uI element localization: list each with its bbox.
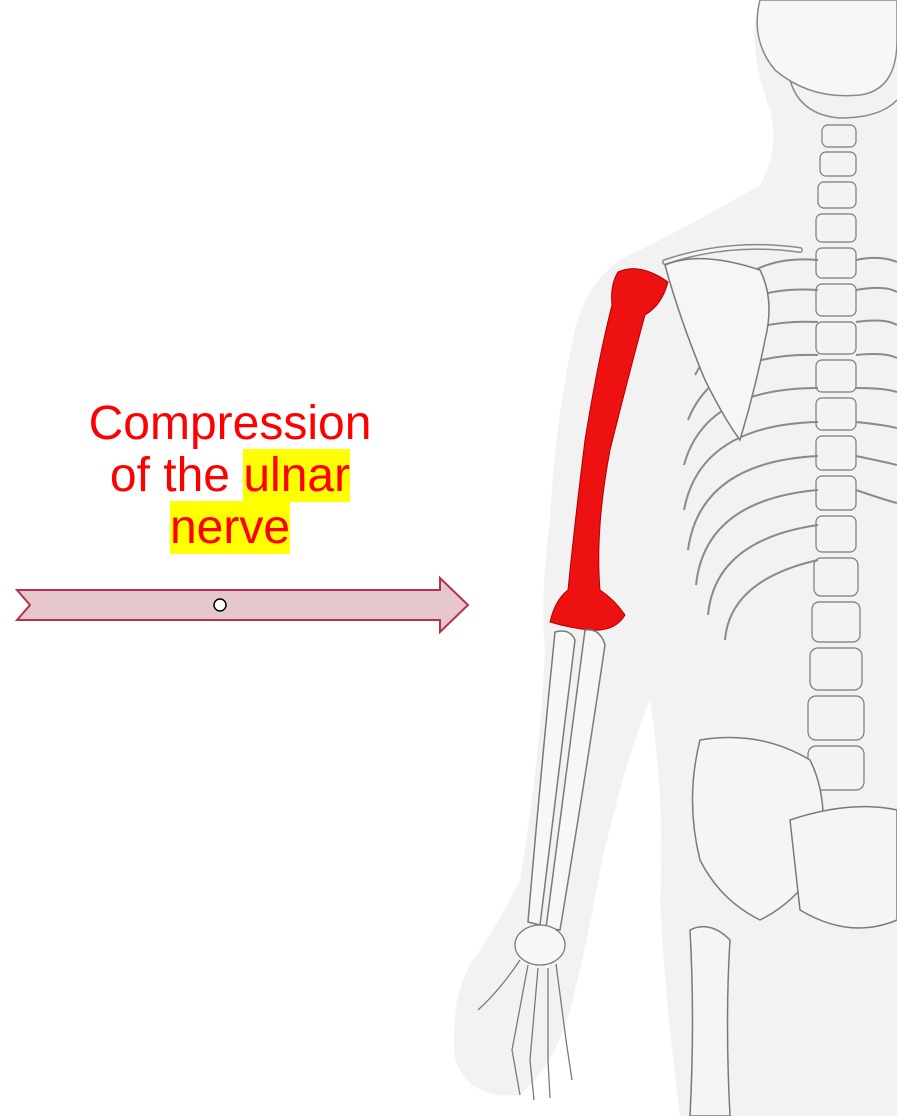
caption-line-2: of the ulnar bbox=[40, 450, 420, 502]
caption-highlight-nerve: nerve bbox=[170, 501, 290, 554]
caption-plain-text: of the bbox=[110, 449, 243, 502]
arrow-shape[interactable] bbox=[0, 575, 480, 635]
caption-line-1: Compression bbox=[40, 398, 420, 450]
caption-highlight-ulnar: ulnar bbox=[243, 449, 350, 502]
right-arrow-icon bbox=[17, 578, 468, 632]
caption-line-3: nerve bbox=[40, 502, 420, 554]
femur bbox=[690, 927, 730, 1116]
spine bbox=[808, 125, 864, 790]
rotation-handle-icon[interactable] bbox=[214, 599, 226, 611]
caption: Compression of the ulnar nerve bbox=[40, 398, 420, 554]
